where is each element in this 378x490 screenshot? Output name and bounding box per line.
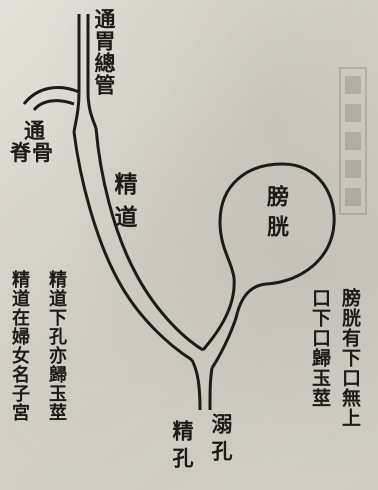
note-seminal-duct-line1: 精道下孔亦歸玉莖 — [46, 270, 67, 422]
note-bladder-line2: 口下口歸玉莖 — [309, 288, 331, 408]
seminal-duct-right-line — [94, 127, 204, 352]
library-seal-stamp — [339, 67, 367, 215]
bladder-outline — [201, 162, 336, 369]
outlet-left-line — [190, 359, 202, 411]
stomach-duct-inner-line — [86, 14, 98, 129]
label-bladder: 膀胱 — [263, 185, 289, 245]
label-to-stomach: 通胃總管 — [92, 8, 117, 96]
spine-duct-lower-line — [32, 99, 75, 112]
note-seminal-duct-line2: 精道在婦女名子宮 — [9, 270, 30, 422]
outlet-right-line — [208, 367, 214, 411]
label-to-spine: 通 脊骨 — [10, 118, 58, 166]
note-bladder-line1: 膀胱有下口無上 — [339, 288, 361, 428]
stomach-duct-outer-line — [72, 14, 81, 133]
label-to-spine-line1: 通 — [24, 118, 46, 143]
label-seminal-duct: 精道 — [110, 172, 137, 238]
label-to-spine-line2: 脊骨 — [10, 140, 54, 166]
spine-duct-upper-line — [22, 86, 80, 105]
seminal-duct-left-line — [72, 131, 193, 362]
label-urinary-orifice: 溺孔 — [209, 413, 234, 467]
label-seminal-orifice: 精孔 — [170, 420, 195, 474]
